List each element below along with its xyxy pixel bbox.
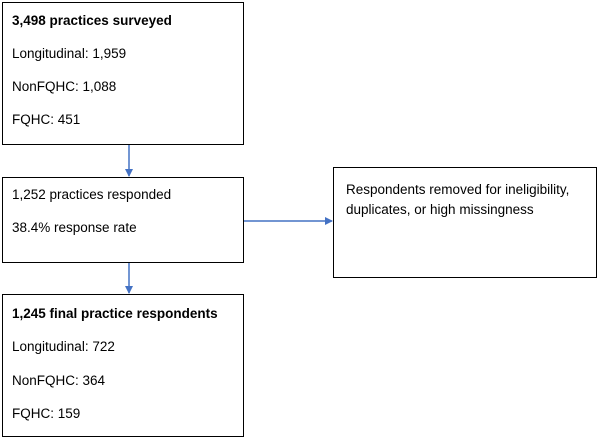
final-nonfqhc: NonFQHC: 364	[12, 373, 106, 388]
surveyed-longitudinal: Longitudinal: 1,959	[12, 46, 127, 61]
surveyed-box: 3,498 practices surveyed Longitudinal: 1…	[2, 2, 244, 145]
final-title: 1,245 final practice respondents	[12, 306, 218, 321]
final-fqhc: FQHC: 159	[12, 406, 81, 421]
surveyed-nonfqhc: NonFQHC: 1,088	[12, 79, 117, 94]
final-longitudinal: Longitudinal: 722	[12, 339, 115, 354]
response-rate: 38.4% response rate	[12, 220, 137, 235]
responded-count: 1,252 practices responded	[12, 187, 172, 202]
surveyed-fqhc: FQHC: 451	[12, 112, 81, 127]
removed-text: Respondents removed for ineligibility, d…	[346, 182, 570, 217]
removed-box: Respondents removed for ineligibility, d…	[333, 167, 597, 278]
responded-box: 1,252 practices responded 38.4% response…	[2, 177, 244, 263]
final-box: 1,245 final practice respondents Longitu…	[2, 294, 244, 437]
surveyed-title: 3,498 practices surveyed	[12, 13, 172, 28]
